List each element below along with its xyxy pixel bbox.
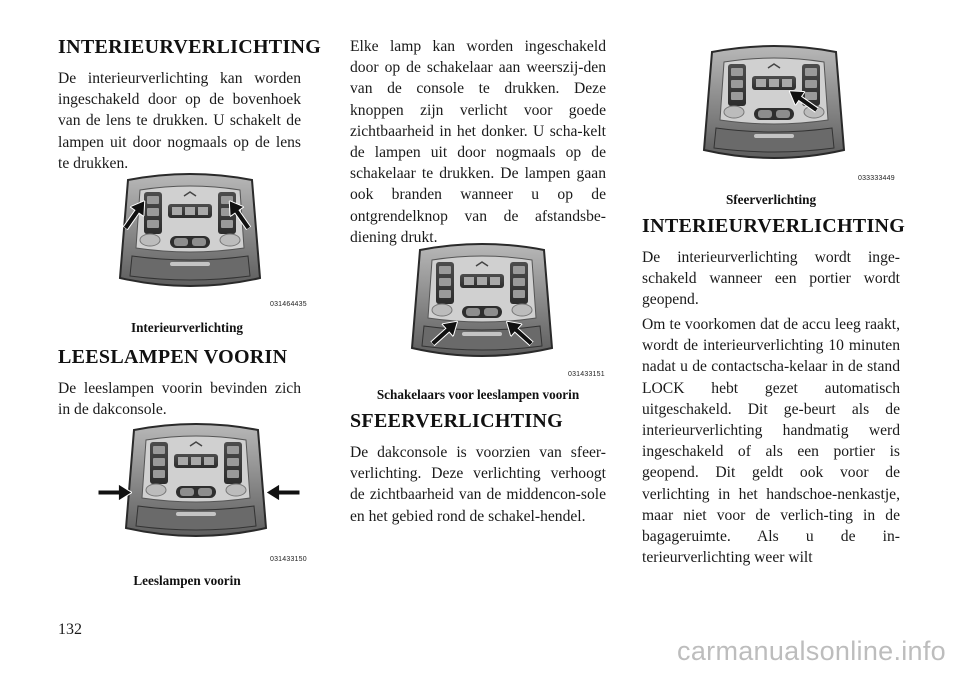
figure-caption: Sfeerverlichting [725,192,817,207]
overhead-console-image [694,42,854,182]
figure-code: 031433151 [568,371,605,378]
watermark: carmanualsonline.info [677,636,946,666]
arrow-icon [266,484,300,501]
section-heading-reading-lamps: LEESLAMPEN VOORIN [58,346,288,368]
figure-caption: Leeslampen voorin [133,573,241,588]
interior-light-paragraph: De interieurverlichting kan worden inges… [58,70,301,172]
overhead-console-image [402,240,562,380]
figure-caption: Schakelaars voor leeslampen voorin [376,387,580,402]
reading-lamps-paragraph: De leeslampen voorin bevinden zich in de… [58,380,301,419]
section-heading-interior-light: INTERIEURVERLICHTING [58,36,322,58]
battery-saver-paragraph: Om te voorkomen dat de accu leeg raakt, … [642,316,900,567]
interior-light-door-paragraph: De interieurverlichting wordt inge-schak… [642,249,900,309]
figure-caption: Interieurverlichting [130,320,244,335]
ambient-paragraph: De dakconsole is voorzien van sfeer-verl… [350,444,606,525]
figure-interior-light: 031464435 [110,170,310,320]
section-heading-interior-light-2: INTERIEURVERLICHTING [642,215,906,237]
figure-ambient: 033333449 [694,42,904,182]
figure-reading-lamps: 031433150 [98,420,318,568]
page-number: 132 [58,621,82,638]
figure-code: 031464435 [270,301,307,308]
lamp-switch-paragraph: Elke lamp kan worden ingeschakeld door o… [350,38,606,246]
figure-code: 033333449 [858,175,895,182]
figure-code: 031433150 [270,556,307,563]
overhead-console-image [110,170,270,310]
arrow-icon [98,484,132,501]
overhead-console-image [116,420,276,560]
figure-reading-switches: 031433151 [402,240,612,384]
section-heading-ambient: SFEERVERLICHTING [350,410,564,432]
